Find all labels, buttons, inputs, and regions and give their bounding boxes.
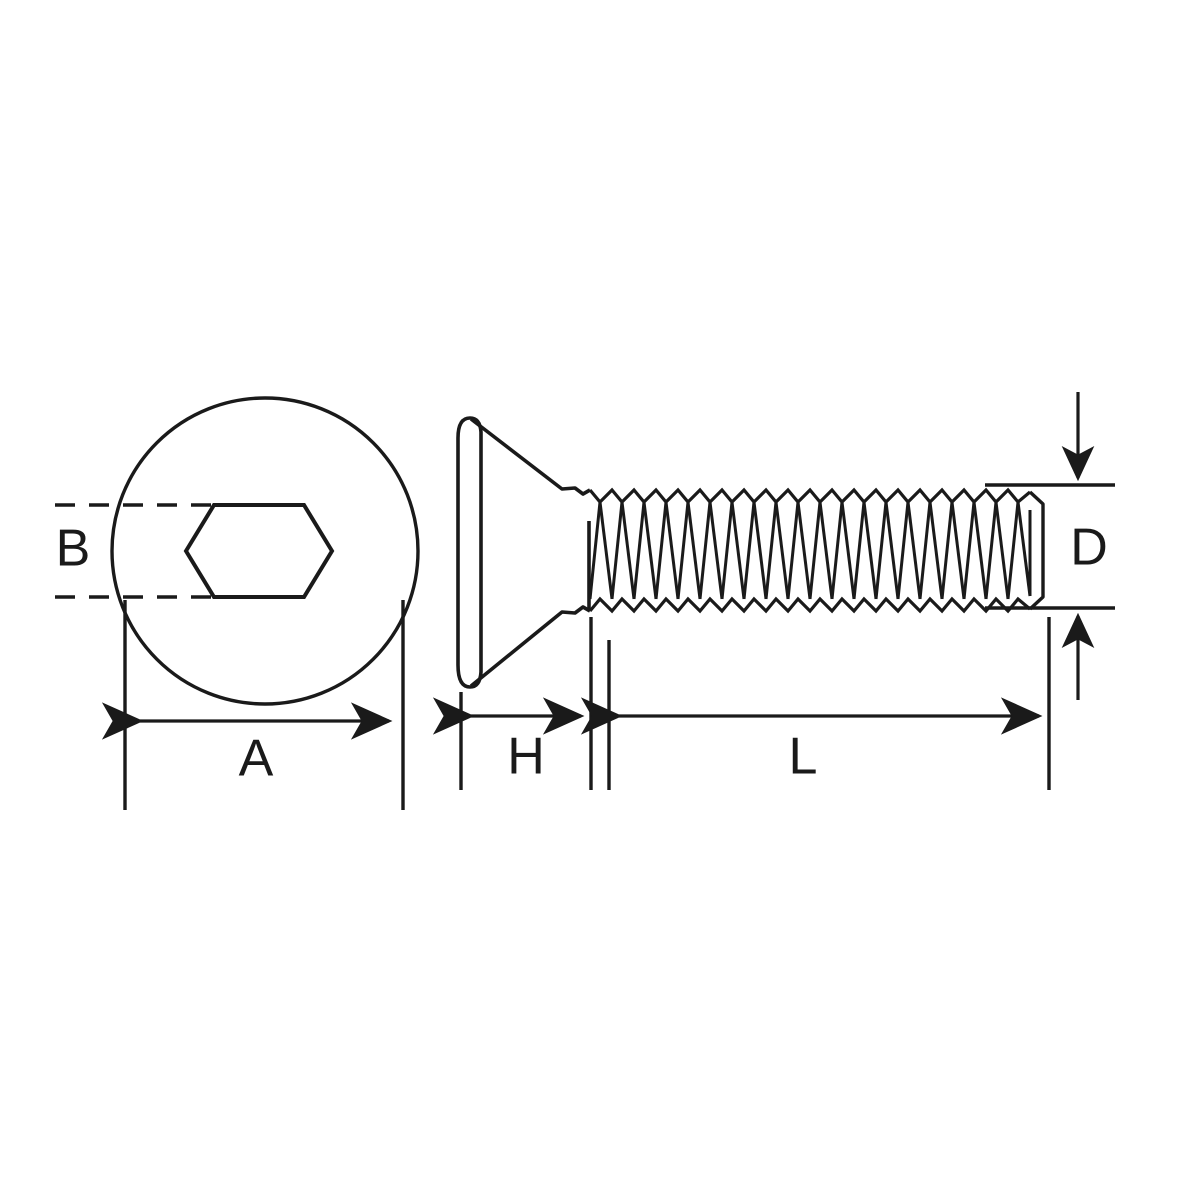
dimension-label-h: H	[507, 728, 545, 786]
dimension-d-group: D	[985, 392, 1115, 700]
thread-flank-lines-b	[598, 501, 1032, 600]
dimension-label-d: D	[1070, 519, 1108, 577]
dimension-label-l: L	[789, 728, 818, 786]
thread-flank-lines-a	[588, 501, 1020, 600]
hex-socket-outline	[183, 503, 335, 599]
head-lower-taper	[469, 605, 591, 688]
thread-crest-lower	[588, 596, 1032, 614]
head-upper-taper	[469, 417, 591, 496]
dimension-h-group: H	[432, 617, 593, 790]
thread-end-face	[1028, 490, 1045, 611]
thread-crest-upper	[588, 487, 1032, 505]
side-view-group	[456, 416, 1045, 689]
dimension-l-group: L	[580, 617, 1051, 790]
dimension-label-b: B	[56, 520, 91, 578]
dimension-b-group: B	[55, 503, 238, 599]
dimension-a-group: A	[101, 600, 405, 810]
dimension-label-a: A	[239, 730, 274, 788]
